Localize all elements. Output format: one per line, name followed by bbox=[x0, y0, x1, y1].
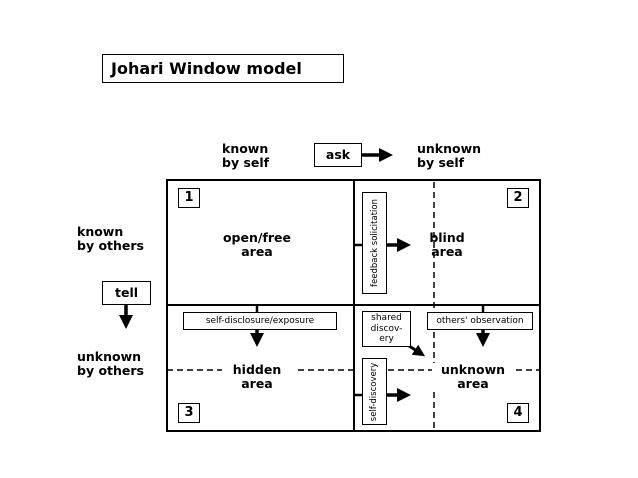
self-disclosure-box: self-disclosure/exposure bbox=[183, 312, 337, 330]
column-known-by-self: known by self bbox=[222, 141, 270, 170]
diagram-title: Johari Window model bbox=[102, 54, 344, 83]
ask-box: ask bbox=[314, 143, 362, 167]
quadrant-3-number: 3 bbox=[178, 403, 200, 423]
self-discovery-box: self-discovery bbox=[362, 358, 387, 425]
column-unknown-by-self: unknown by self bbox=[417, 141, 482, 170]
quadrant-2-label: blind area bbox=[429, 230, 465, 259]
quadrant-3-label: hidden area bbox=[222, 363, 292, 391]
quadrant-1-number: 1 bbox=[178, 188, 200, 208]
self-discovery-label: self-discovery bbox=[369, 362, 380, 421]
quadrant-1-label: open/free area bbox=[222, 230, 292, 259]
quadrant-4-number: 4 bbox=[507, 403, 529, 423]
tell-box: tell bbox=[102, 281, 151, 305]
row-known-by-others: known by others bbox=[77, 224, 144, 253]
others-observation-box: others' observation bbox=[427, 312, 533, 330]
feedback-solicitation-box: feedback solicitation bbox=[362, 192, 387, 294]
row-unknown-by-others: unknown by others bbox=[77, 349, 144, 378]
quadrant-4-label: unknown area bbox=[432, 363, 514, 391]
shared-discovery-box: shared discov- ery bbox=[362, 311, 411, 347]
feedback-solicitation-label: feedback solicitation bbox=[369, 199, 380, 287]
quadrant-2-number: 2 bbox=[507, 188, 529, 208]
